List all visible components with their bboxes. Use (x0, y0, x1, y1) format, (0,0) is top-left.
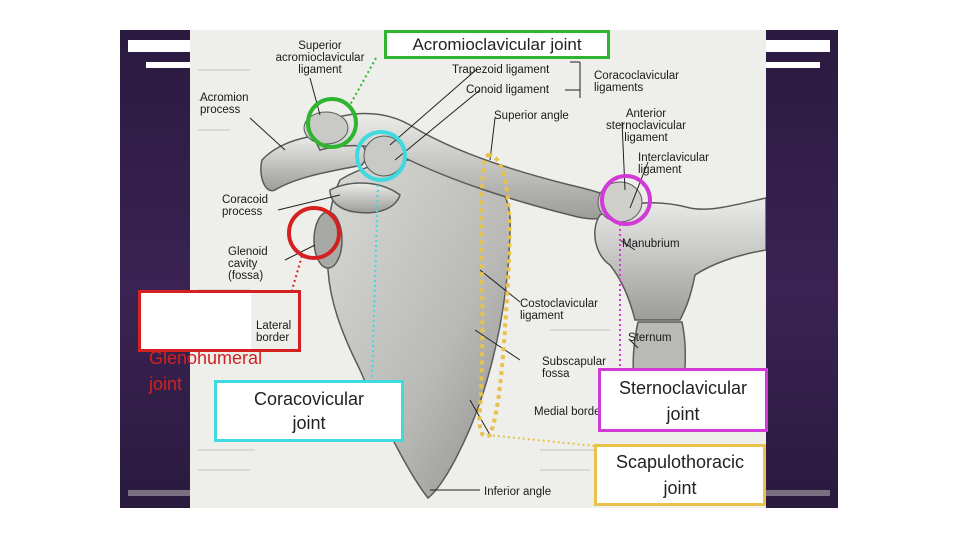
label-inferior-angle: Inferior angle (484, 486, 552, 498)
sternoclavicular-joint-marker (600, 174, 652, 226)
callout-coracoclavicular-joint: Coracovicular joint (214, 380, 404, 442)
label-sternum: Sternum (628, 332, 672, 344)
label-glenoid-cavity: Glenoid cavity (fossa) (228, 246, 268, 282)
callout-glenohumeral-text: Glenohumeral joint (149, 348, 263, 394)
acromioclavicular-joint-marker (306, 97, 358, 149)
callout-glenohumeral-joint: Glenohumeral joint (138, 290, 301, 394)
callout-sternoclavicular-joint: Sternoclavicular joint (598, 368, 768, 432)
footer-bar-right (766, 490, 830, 496)
label-superior-ac-ligament: Superior acromioclavicular ligament (275, 40, 365, 76)
title-bar-right (766, 40, 830, 52)
label-conoid-ligament: Conoid ligament (466, 84, 550, 96)
callout-scapulothoracic-joint: Scapulothoracic joint (594, 444, 766, 506)
label-coracoid-process: Coracoid process (222, 194, 269, 218)
label-coracoclavicular-ligaments: Coracoclavicular ligaments (594, 70, 680, 94)
label-superior-angle: Superior angle (494, 110, 569, 122)
label-acromion-process: Acromion process (200, 92, 249, 116)
label-anterior-sc-ligament: Anterior sternoclavicular ligament (606, 108, 686, 144)
label-medial-border: Medial border (534, 406, 605, 418)
title-bar-right-2 (766, 62, 820, 68)
leader-lines (249, 61, 649, 491)
title-bar-left (128, 40, 190, 52)
ac-ligament-shape (303, 111, 349, 145)
footer-bar-left (128, 490, 190, 496)
callout-acromioclavicular-joint: Acromioclavicular joint (384, 30, 610, 59)
label-interclavicular-ligament: Interclavicular ligament (638, 152, 709, 176)
label-trapezoid-ligament: Trapezoid ligament (452, 64, 550, 76)
label-manubrium: Manubrium (622, 238, 680, 250)
coracoid-shape (329, 182, 401, 214)
callout-glenohumeral-background (141, 293, 251, 349)
manubrium-shape (594, 197, 766, 321)
shoulder-girdle-illustration (198, 57, 766, 500)
label-subscapular-fossa: Subscapular fossa (542, 356, 606, 380)
coracoclavicular-joint-marker (355, 130, 407, 182)
glenohumeral-joint-marker (287, 206, 341, 260)
callout-connectors (291, 57, 621, 447)
label-costoclavicular-ligament: Costoclavicular ligament (520, 298, 598, 322)
title-bar-left-2 (146, 62, 190, 68)
label-lateral-border: Lateral border (256, 320, 292, 344)
scapulothoracic-joint-marker (477, 152, 512, 439)
